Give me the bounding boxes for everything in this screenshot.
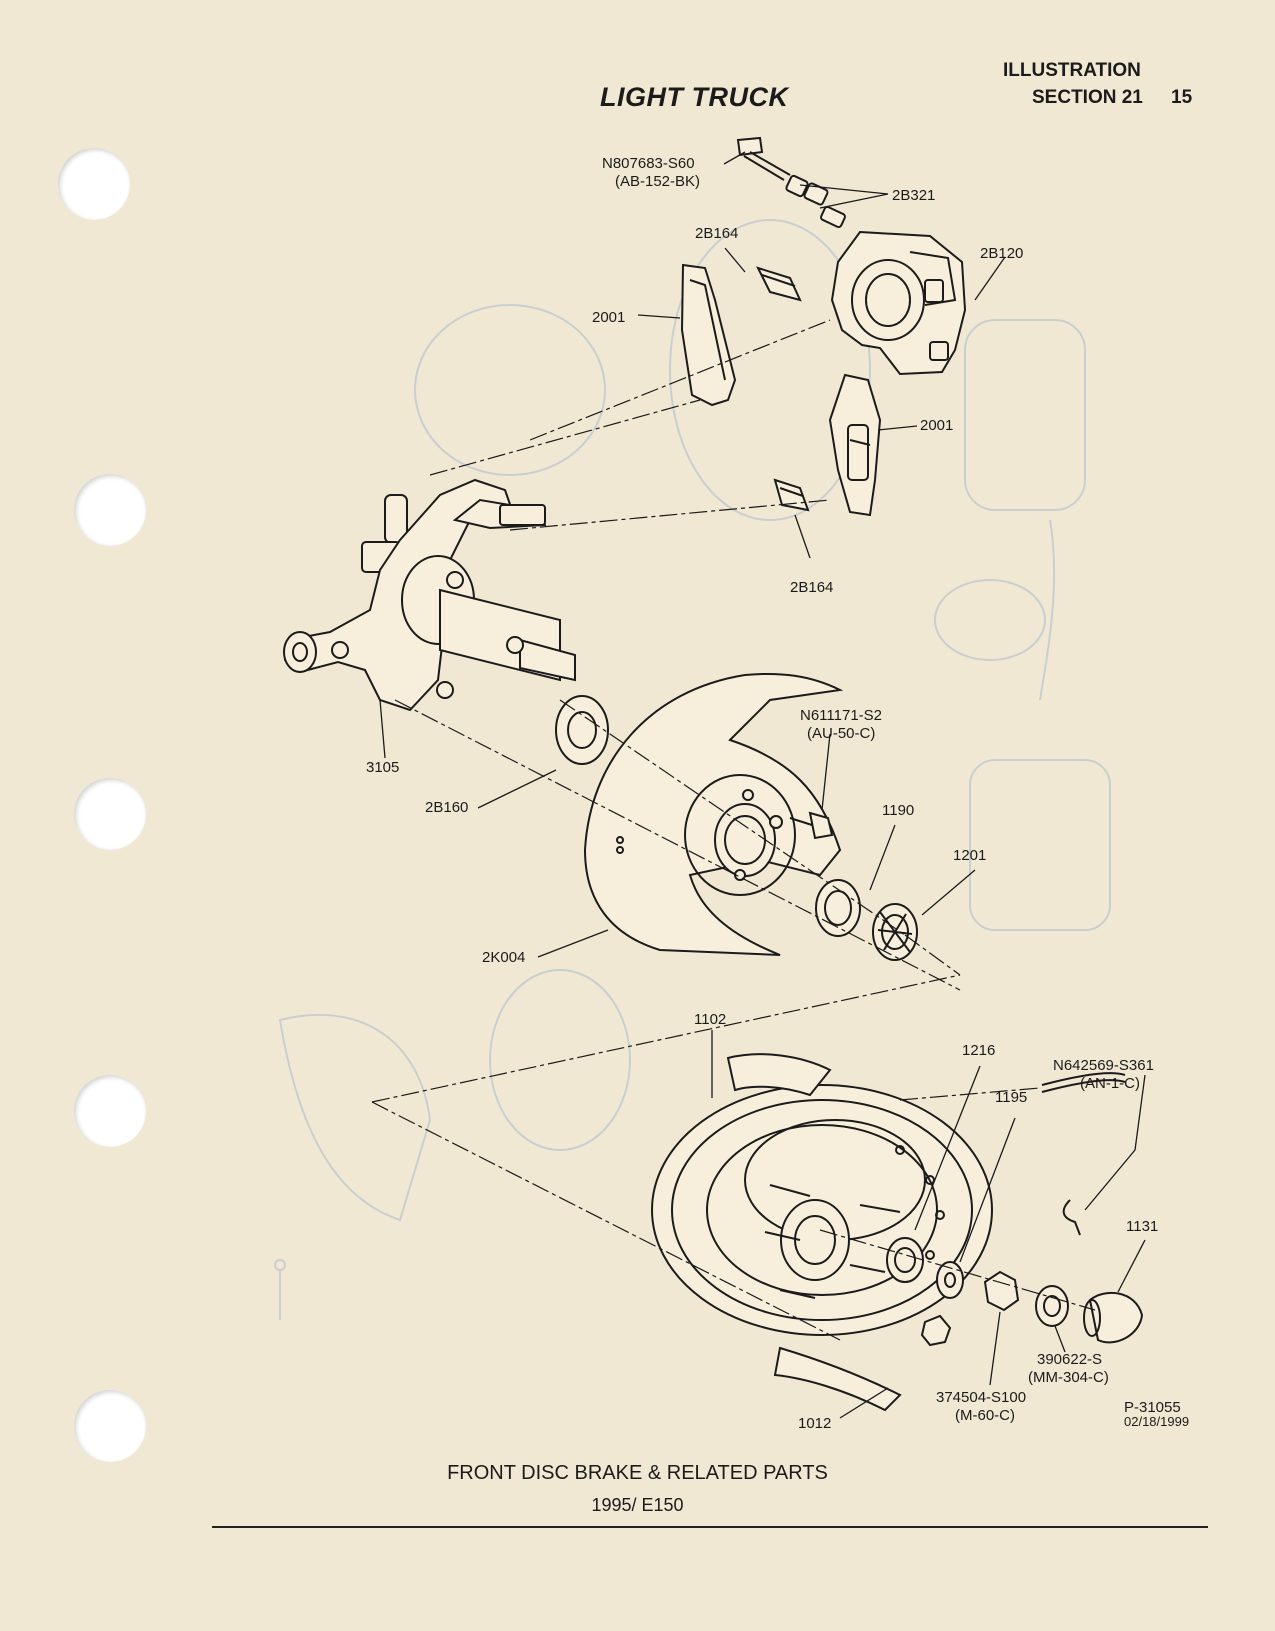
binder-hole: [74, 474, 146, 546]
cotter-pin: [1041, 1072, 1126, 1236]
figure-ref-number: P-31055: [1124, 1399, 1181, 1416]
footer-rule: [212, 1526, 1208, 1528]
callout-1201: 1201: [953, 847, 986, 864]
callout-n642569: N642569-S361: [1053, 1057, 1154, 1074]
caliper-body: [830, 230, 967, 376]
anti-rattle-clip-top: [756, 266, 802, 302]
callout-374504-code: (M-60-C): [955, 1407, 1015, 1424]
callout-2b164-bottom: 2B164: [790, 579, 833, 596]
anti-rattle-clip-bottom: [773, 478, 810, 512]
binder-hole: [74, 1390, 146, 1462]
nut-retainer: [1035, 1285, 1069, 1327]
spindle-nut: [983, 1270, 1020, 1312]
callout-2b321: 2B321: [892, 187, 935, 204]
binder-hole: [74, 778, 146, 850]
illustration-label: ILLUSTRATION: [1003, 60, 1141, 81]
callout-2001-right: 2001: [920, 417, 953, 434]
grease-cap: [1083, 1292, 1144, 1344]
outer-brake-pad: [828, 373, 882, 517]
spindle-washer: [936, 1261, 964, 1299]
spindle-grease-seal: [555, 695, 609, 765]
callout-2k004: 2K004: [482, 949, 525, 966]
callout-1190: 1190: [882, 802, 914, 819]
callout-1131: 1131: [1126, 1218, 1158, 1235]
splash-shield: [583, 672, 844, 956]
outer-wheel-bearing: [886, 1237, 924, 1283]
page-number: 15: [1171, 87, 1193, 108]
bleed-through-ghost: [274, 219, 1111, 1320]
callout-1195: 1195: [995, 1089, 1027, 1106]
section-label: SECTION 21: [1032, 87, 1143, 108]
wheel-hub: [764, 1184, 901, 1299]
binder-hole: [74, 1075, 146, 1147]
callout-2001-left: 2001: [592, 309, 625, 326]
figure-caption: FRONT DISC BRAKE & RELATED PARTS: [447, 1462, 828, 1484]
callout-labels: N807683-S60 (AB-152-BK) 2B321 2B164 2B12…: [366, 155, 1189, 1432]
callout-1102: 1102: [694, 1011, 726, 1028]
shield-bolt: [789, 811, 834, 840]
callout-1012: 1012: [798, 1415, 831, 1432]
inner-wheel-bearing: [872, 903, 918, 961]
inner-bearing-seal: [815, 879, 861, 937]
inner-brake-pad: [680, 263, 737, 407]
callout-390622-code: (MM-304-C): [1028, 1369, 1109, 1386]
callout-1216: 1216: [962, 1042, 995, 1059]
caliper-bolt: [736, 136, 846, 229]
callout-3105: 3105: [366, 759, 399, 776]
page-title: LIGHT TRUCK: [600, 82, 789, 112]
callout-n807683-code: (AB-152-BK): [615, 173, 700, 190]
callout-390622: 390622-S: [1037, 1351, 1102, 1368]
figure-ref-date: 02/18/1999: [1124, 1414, 1189, 1429]
callout-374504: 374504-S100: [936, 1389, 1026, 1406]
hub-lug-nut: [920, 1314, 952, 1347]
callout-n611171-code: (AU-50-C): [807, 725, 875, 742]
callout-leaders: [379, 151, 1146, 1419]
alignment-lines: [371, 319, 1096, 1341]
callout-n807683: N807683-S60: [602, 155, 695, 172]
callout-2b160: 2B160: [425, 799, 468, 816]
callout-2b164-top: 2B164: [695, 225, 738, 242]
steering-knuckle: [283, 478, 576, 712]
callout-n611171: N611171-S2: [800, 707, 882, 724]
binder-hole: [58, 148, 130, 220]
callout-n642569-code: (AN-1-C): [1080, 1075, 1140, 1092]
callout-2b120: 2B120: [980, 245, 1023, 262]
figure-model-line: 1995/ E150: [591, 1495, 684, 1515]
rotor-dust-shield: [726, 1053, 902, 1412]
